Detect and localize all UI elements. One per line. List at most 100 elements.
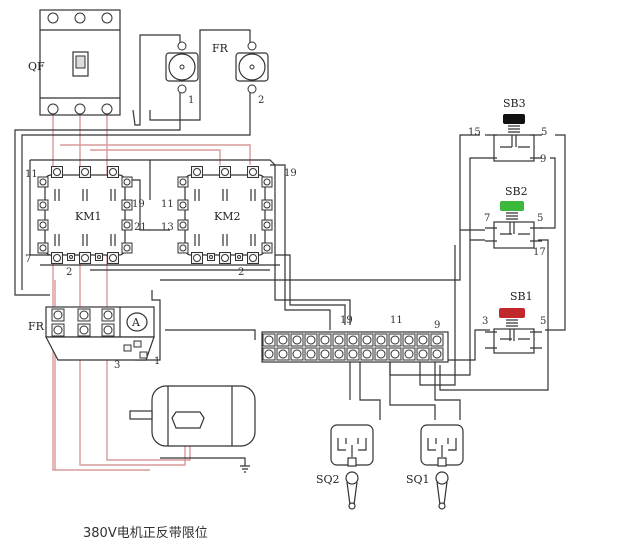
forward-button-cap-icon [500, 201, 524, 211]
button-sb1: SB1 3 5 [482, 290, 546, 354]
screw-icon [306, 349, 316, 359]
contact-icon [110, 234, 116, 246]
screw-icon [103, 325, 113, 335]
control-wires [14, 29, 566, 420]
button-sb2: SB2 7 5 17 [484, 185, 546, 258]
screw-icon [292, 335, 302, 345]
breaker-label: QF [28, 60, 45, 73]
reverse-button-cap-icon [499, 308, 525, 318]
screw-icon [390, 349, 400, 359]
km2-terminal-13: 13 [161, 222, 174, 233]
screw-icon [432, 335, 442, 345]
km2-terminal-19: 19 [284, 168, 297, 179]
screw-icon [97, 255, 101, 259]
screw-icon [53, 168, 61, 176]
contactor-km1: KM1 11 19 21 7 2 [25, 166, 147, 278]
screw-icon [263, 178, 271, 186]
thermal-relay-fr: A FR 3 1 [28, 306, 160, 371]
motor-terminal-box-icon [171, 411, 205, 429]
screw-icon [320, 349, 330, 359]
screw-icon [432, 349, 442, 359]
screw-icon [320, 335, 330, 345]
screw-icon [263, 221, 271, 229]
screw-icon [39, 221, 47, 229]
strip-label-19: 19 [340, 315, 353, 326]
km1-terminal-19: 19 [132, 199, 145, 210]
sb2-terminal-7: 7 [484, 213, 490, 224]
contact-icon [222, 189, 228, 201]
screw-icon [334, 349, 344, 359]
sb1-terminal-3: 3 [482, 316, 488, 327]
screw-icon [193, 168, 201, 176]
screw-icon [179, 201, 187, 209]
contact-icon [54, 234, 60, 246]
limit-switch-sq1: SQ1 [406, 424, 464, 510]
km1-terminal-21: 21 [134, 222, 147, 233]
screw-icon [123, 201, 131, 209]
screw-icon [418, 349, 428, 359]
km2-label: KM2 [214, 210, 240, 223]
screw-icon [179, 221, 187, 229]
diagram-caption: 380V电机正反带限位 [83, 526, 208, 541]
screw-icon [278, 335, 288, 345]
screw-icon [404, 335, 414, 345]
ground-icon [240, 457, 250, 473]
sb3-terminal-9: 9 [540, 154, 546, 165]
button-sb3: SB3 15 5 9 [468, 97, 547, 165]
screw-icon [209, 255, 213, 259]
km2-terminal-2: 2 [238, 267, 244, 278]
screw-icon [79, 310, 89, 320]
screw-icon [249, 254, 257, 262]
sb3-terminal-15: 15 [468, 127, 481, 138]
screw-icon [306, 335, 316, 345]
screw-icon [390, 335, 400, 345]
screw-icon [221, 254, 229, 262]
contactor-km2: KM2 11 13 19 2 [161, 166, 297, 278]
contact-icon [194, 189, 200, 201]
screw-icon [103, 310, 113, 320]
fr-terminal-3: 3 [114, 360, 120, 371]
contact-icon [250, 234, 256, 246]
screw-icon [69, 255, 73, 259]
km1-terminal-11: 11 [25, 169, 38, 180]
contact-icon [54, 189, 60, 201]
screw-icon [263, 201, 271, 209]
screw-icon [53, 325, 63, 335]
screw-icon [264, 349, 274, 359]
fuse-1-label: 1 [188, 95, 194, 106]
screw-icon [278, 349, 288, 359]
sb1-terminal-5: 5 [540, 316, 546, 327]
screw-icon [123, 244, 131, 252]
sb2-label: SB2 [505, 185, 528, 198]
fuse-2-label: 2 [258, 95, 264, 106]
screw-icon [81, 254, 89, 262]
sq2-label: SQ2 [316, 473, 340, 486]
sq1-label: SQ1 [406, 473, 430, 486]
stop-button-cap-icon [503, 114, 525, 124]
screw-icon [264, 335, 274, 345]
sb1-label: SB1 [510, 290, 533, 303]
limit-switch-sq2: SQ2 [316, 424, 374, 510]
strip-label-11: 11 [390, 315, 403, 326]
screw-icon [418, 335, 428, 345]
fuses-fr: FR 1 2 [165, 41, 269, 106]
screw-icon [123, 221, 131, 229]
km2-terminal-11: 11 [161, 199, 174, 210]
screw-icon [404, 349, 414, 359]
fr-terminal-1: 1 [154, 356, 160, 367]
sb3-label: SB3 [503, 97, 526, 110]
screw-icon [263, 244, 271, 252]
screw-icon [362, 349, 372, 359]
contact-icon [110, 189, 116, 201]
screw-icon [376, 335, 386, 345]
km1-terminal-7: 7 [25, 254, 31, 265]
screw-icon [193, 254, 201, 262]
ammeter-label: A [131, 316, 141, 329]
contact-icon [82, 189, 88, 201]
screw-icon [179, 178, 187, 186]
km1-label: KM1 [75, 210, 101, 223]
screw-icon [292, 349, 302, 359]
screw-icon [39, 178, 47, 186]
strip-label-9: 9 [434, 320, 440, 331]
contact-icon [194, 234, 200, 246]
